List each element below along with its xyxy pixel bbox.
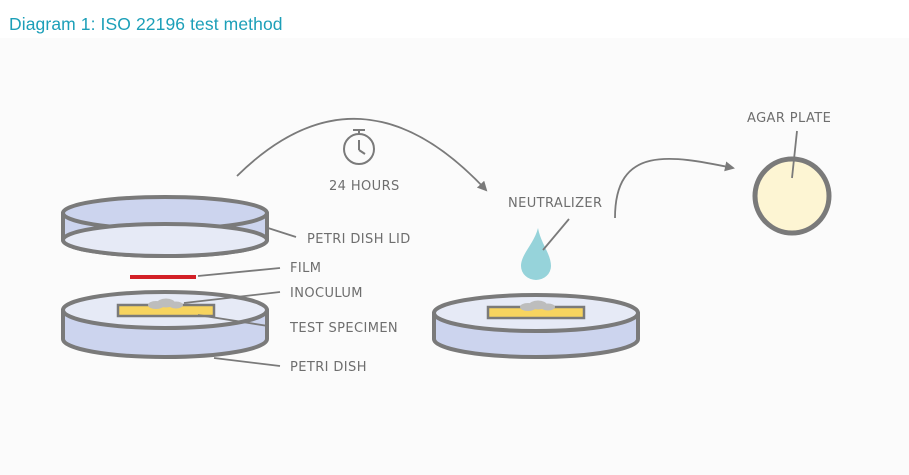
petri-dish-neutralized [432,293,640,359]
label-film: FILM [290,261,321,276]
arrow-transfer [614,157,735,219]
diagram-title: Diagram 1: ISO 22196 test method [9,14,283,34]
leader-agar-plate [791,130,798,179]
neutralizer-droplet [521,228,551,280]
label-petri-dish-lid: PETRI DISH LID [307,232,411,247]
leader-neutralizer [542,218,570,251]
label-petri-dish: PETRI DISH [290,360,367,375]
arrow-incubation [236,118,488,192]
agar-plate [752,156,832,236]
inoculum-neutralized [520,300,555,311]
label-test-specimen: TEST SPECIMEN [289,321,398,336]
petri-dish-lid [61,195,269,258]
label-inoculum: INOCULUM [290,286,363,301]
label-neutralizer: NEUTRALIZER [508,196,602,211]
label-agar-plate: AGAR PLATE [747,111,831,126]
inoculum [148,298,183,309]
stopwatch-icon [343,129,375,165]
leader-lines-left [183,227,297,367]
label-24-hours: 24 HOURS [329,179,400,194]
petri-dish-bottom [61,290,269,359]
